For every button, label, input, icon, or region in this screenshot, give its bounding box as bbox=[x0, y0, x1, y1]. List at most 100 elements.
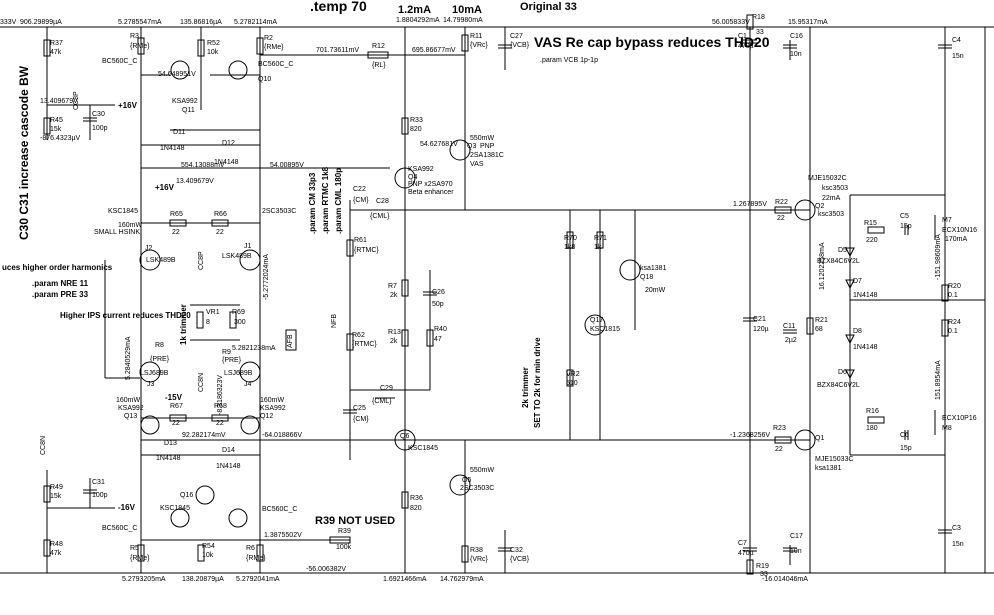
param-vcb-note: .param VCB 1p-1p bbox=[540, 57, 598, 64]
readout-q3-p: 550mW bbox=[470, 135, 495, 142]
part-j4-type: LSJ689B bbox=[224, 370, 253, 377]
readout-j4-i: 5.2821238mA bbox=[232, 345, 276, 352]
part-j4: J4 bbox=[244, 381, 252, 388]
part-q10: Q10 bbox=[258, 76, 271, 83]
part-r20-value: 0.1 bbox=[948, 292, 958, 299]
readout-n8-3: -8.3186323V bbox=[217, 375, 224, 415]
part-c6: C6 bbox=[900, 432, 909, 439]
part-r65-value: 22 bbox=[172, 229, 180, 236]
part-r20: R20 bbox=[948, 283, 961, 290]
part-c26-value: 50p bbox=[432, 301, 444, 308]
part-d8-type: 1N4148 bbox=[853, 344, 878, 351]
readout-q1-v: -1.2368256V bbox=[730, 432, 770, 439]
readout-top-r3: 5.2785547mA bbox=[118, 19, 162, 26]
part-q1: Q1 bbox=[815, 435, 824, 442]
part-r68-value: 22 bbox=[216, 420, 224, 427]
part-r68: R68 bbox=[214, 403, 227, 410]
vas-recap-note: VAS Re cap bypass reduces THD20 bbox=[534, 34, 770, 50]
part-r13: R13 bbox=[388, 329, 401, 336]
part-vr2: VR2 bbox=[566, 371, 580, 378]
part-r37-value: 47k bbox=[50, 49, 62, 56]
part-r23: R23 bbox=[773, 425, 786, 432]
part-r21: R21 bbox=[815, 317, 828, 324]
readout-n13-4: 13.409679V bbox=[40, 98, 78, 105]
part-c32-value: {VCB} bbox=[510, 556, 530, 563]
part-c28: C28 bbox=[376, 198, 389, 205]
rail-plus16-tag-2: +16V bbox=[155, 183, 175, 192]
part-q12: Q12 bbox=[260, 413, 273, 420]
part-q5-type: 2SC3503C bbox=[460, 485, 494, 492]
part-c11: C11 bbox=[783, 323, 795, 330]
part-q3-type: PNP bbox=[480, 143, 495, 150]
readout-top-r52: 135.86816µA bbox=[180, 19, 222, 26]
part-r18-value: 33 bbox=[756, 29, 764, 36]
part-q13-type: KSA992 bbox=[118, 405, 144, 412]
part-c16-value: 10n bbox=[790, 51, 802, 58]
part-d11-type: 1N4148 bbox=[160, 145, 185, 152]
part-r24: R24 bbox=[948, 319, 961, 326]
part-c31-value: 100p bbox=[92, 492, 108, 499]
part-j3-type: LSJ689B bbox=[140, 370, 169, 377]
part-vr1: VR1 bbox=[206, 309, 220, 316]
part-r36-value: 820 bbox=[410, 505, 422, 512]
part-m8-type: ECX10P16 bbox=[942, 415, 977, 422]
part-r13-value: 2k bbox=[390, 338, 398, 345]
part-c7-value: 470µ bbox=[738, 550, 754, 557]
readout-q12-p: 160mW bbox=[260, 397, 285, 404]
part-r15: R15 bbox=[864, 220, 877, 227]
readout-bot-r6: 5.2792041mA bbox=[236, 576, 280, 583]
part-q17: Q17 bbox=[590, 317, 603, 324]
part-q3-model: 2SA1381C bbox=[470, 152, 504, 159]
part-r65: R65 bbox=[170, 211, 183, 218]
part-q4-role: Beta enhancer bbox=[408, 189, 454, 196]
vr1-trimmer-note: 1k trimmer bbox=[179, 304, 188, 345]
readout-n554: 554.13088mV bbox=[181, 162, 225, 169]
readout-bot-v: -56.006382V bbox=[306, 566, 346, 573]
readout-top-r2: 5.2782114mA bbox=[234, 19, 277, 26]
part-q2-model-2: ksc3503 bbox=[818, 211, 844, 218]
part-q11: Q11 bbox=[182, 107, 195, 114]
part-r61-value: {RTMC} bbox=[354, 247, 379, 254]
part-r66: R66 bbox=[214, 211, 227, 218]
part-d13-type: 1N4148 bbox=[156, 455, 181, 462]
readout-bot-r38: 1.6921466mA bbox=[383, 576, 427, 583]
part-r61: R61 bbox=[354, 237, 367, 244]
part-r33-value: 820 bbox=[410, 126, 422, 133]
part-r6-value: {RMe} bbox=[246, 555, 266, 562]
part-q4-type: KSA992 bbox=[408, 166, 434, 173]
readout-bot-r19: -16.014046mA bbox=[762, 576, 808, 583]
original-label: Original 33 bbox=[520, 1, 577, 13]
part-r45-value: 15k bbox=[50, 126, 62, 133]
part-c7: C7 bbox=[738, 540, 747, 547]
rail-minus16-tag: -16V bbox=[118, 503, 136, 512]
part-q5: Q5 bbox=[462, 477, 471, 484]
part-r67: R67 bbox=[170, 403, 183, 410]
readout-r20-i: -151.98609mA bbox=[935, 234, 942, 280]
part-c3: C3 bbox=[952, 525, 961, 532]
part-r45: R45 bbox=[50, 117, 63, 124]
part-c27-value: {VCB} bbox=[510, 42, 530, 49]
part-q3-role: VAS bbox=[470, 161, 484, 168]
part-q18: Q18 bbox=[640, 274, 653, 281]
part-r54-value: 10k bbox=[202, 552, 214, 559]
part-r48-value: 47k bbox=[50, 550, 62, 557]
part-j1-type: LSK489B bbox=[222, 253, 252, 260]
part-r11-value: {VRc} bbox=[470, 42, 489, 49]
readout-top-r18: 56.005833V bbox=[712, 19, 750, 26]
part-c27: C27 bbox=[510, 33, 523, 40]
part-r12-value: {RL} bbox=[372, 62, 386, 69]
part-c6-value: 15p bbox=[900, 445, 912, 452]
part-r62: R62 bbox=[352, 332, 365, 339]
part-d7: D7 bbox=[853, 278, 862, 285]
readout-bot-r54: 138.20879µA bbox=[182, 576, 224, 583]
part-c1-value: 470µ bbox=[738, 43, 754, 50]
part-c29-value: {CML} bbox=[372, 398, 392, 405]
part-r18: R18 bbox=[752, 14, 765, 21]
part-r3-value: {RMe} bbox=[130, 43, 150, 50]
part-r70-value: 1k8 bbox=[564, 244, 575, 251]
part-r69: R69 bbox=[232, 309, 245, 316]
part-d5-type: BZX84C6V2L bbox=[817, 258, 860, 265]
part-c28-value: {CML} bbox=[370, 213, 390, 220]
part-c1: C1 bbox=[738, 33, 747, 40]
